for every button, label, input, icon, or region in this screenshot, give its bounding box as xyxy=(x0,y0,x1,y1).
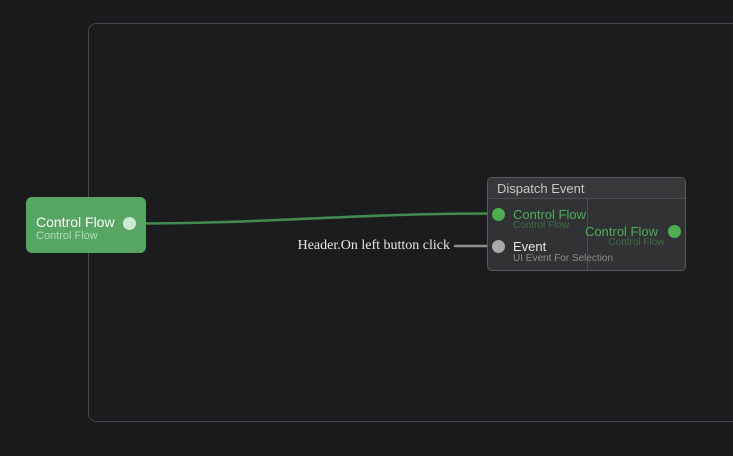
column-divider xyxy=(587,199,588,270)
input-subtitle-control-flow: Control Flow xyxy=(513,220,570,231)
event-input-port[interactable] xyxy=(492,240,505,253)
output-subtitle-control-flow: Control Flow xyxy=(608,237,665,248)
node-title: Dispatch Event xyxy=(497,181,585,196)
input-subtitle-event: UI Event For Selection xyxy=(513,253,614,264)
node-title: Control Flow xyxy=(36,214,115,230)
node-subtitle: Control Flow xyxy=(36,230,98,242)
input-label-control-flow: Control Flow xyxy=(513,207,586,222)
control-flow-input-port[interactable] xyxy=(492,208,505,221)
node-header[interactable]: Dispatch Event xyxy=(488,178,685,199)
output-label-control-flow: Control Flow xyxy=(585,224,658,239)
control-flow-output-port[interactable] xyxy=(668,225,681,238)
control-flow-output-port[interactable] xyxy=(123,217,136,230)
event-wire-label: Header.On left button click xyxy=(297,238,450,253)
dispatch-event-node[interactable]: Dispatch Event Control Flow Control Flow… xyxy=(487,177,686,271)
control-flow-source-node[interactable]: Control Flow Control Flow xyxy=(26,197,146,253)
control-flow-wire[interactable] xyxy=(134,212,496,225)
input-label-event: Event xyxy=(513,239,547,254)
